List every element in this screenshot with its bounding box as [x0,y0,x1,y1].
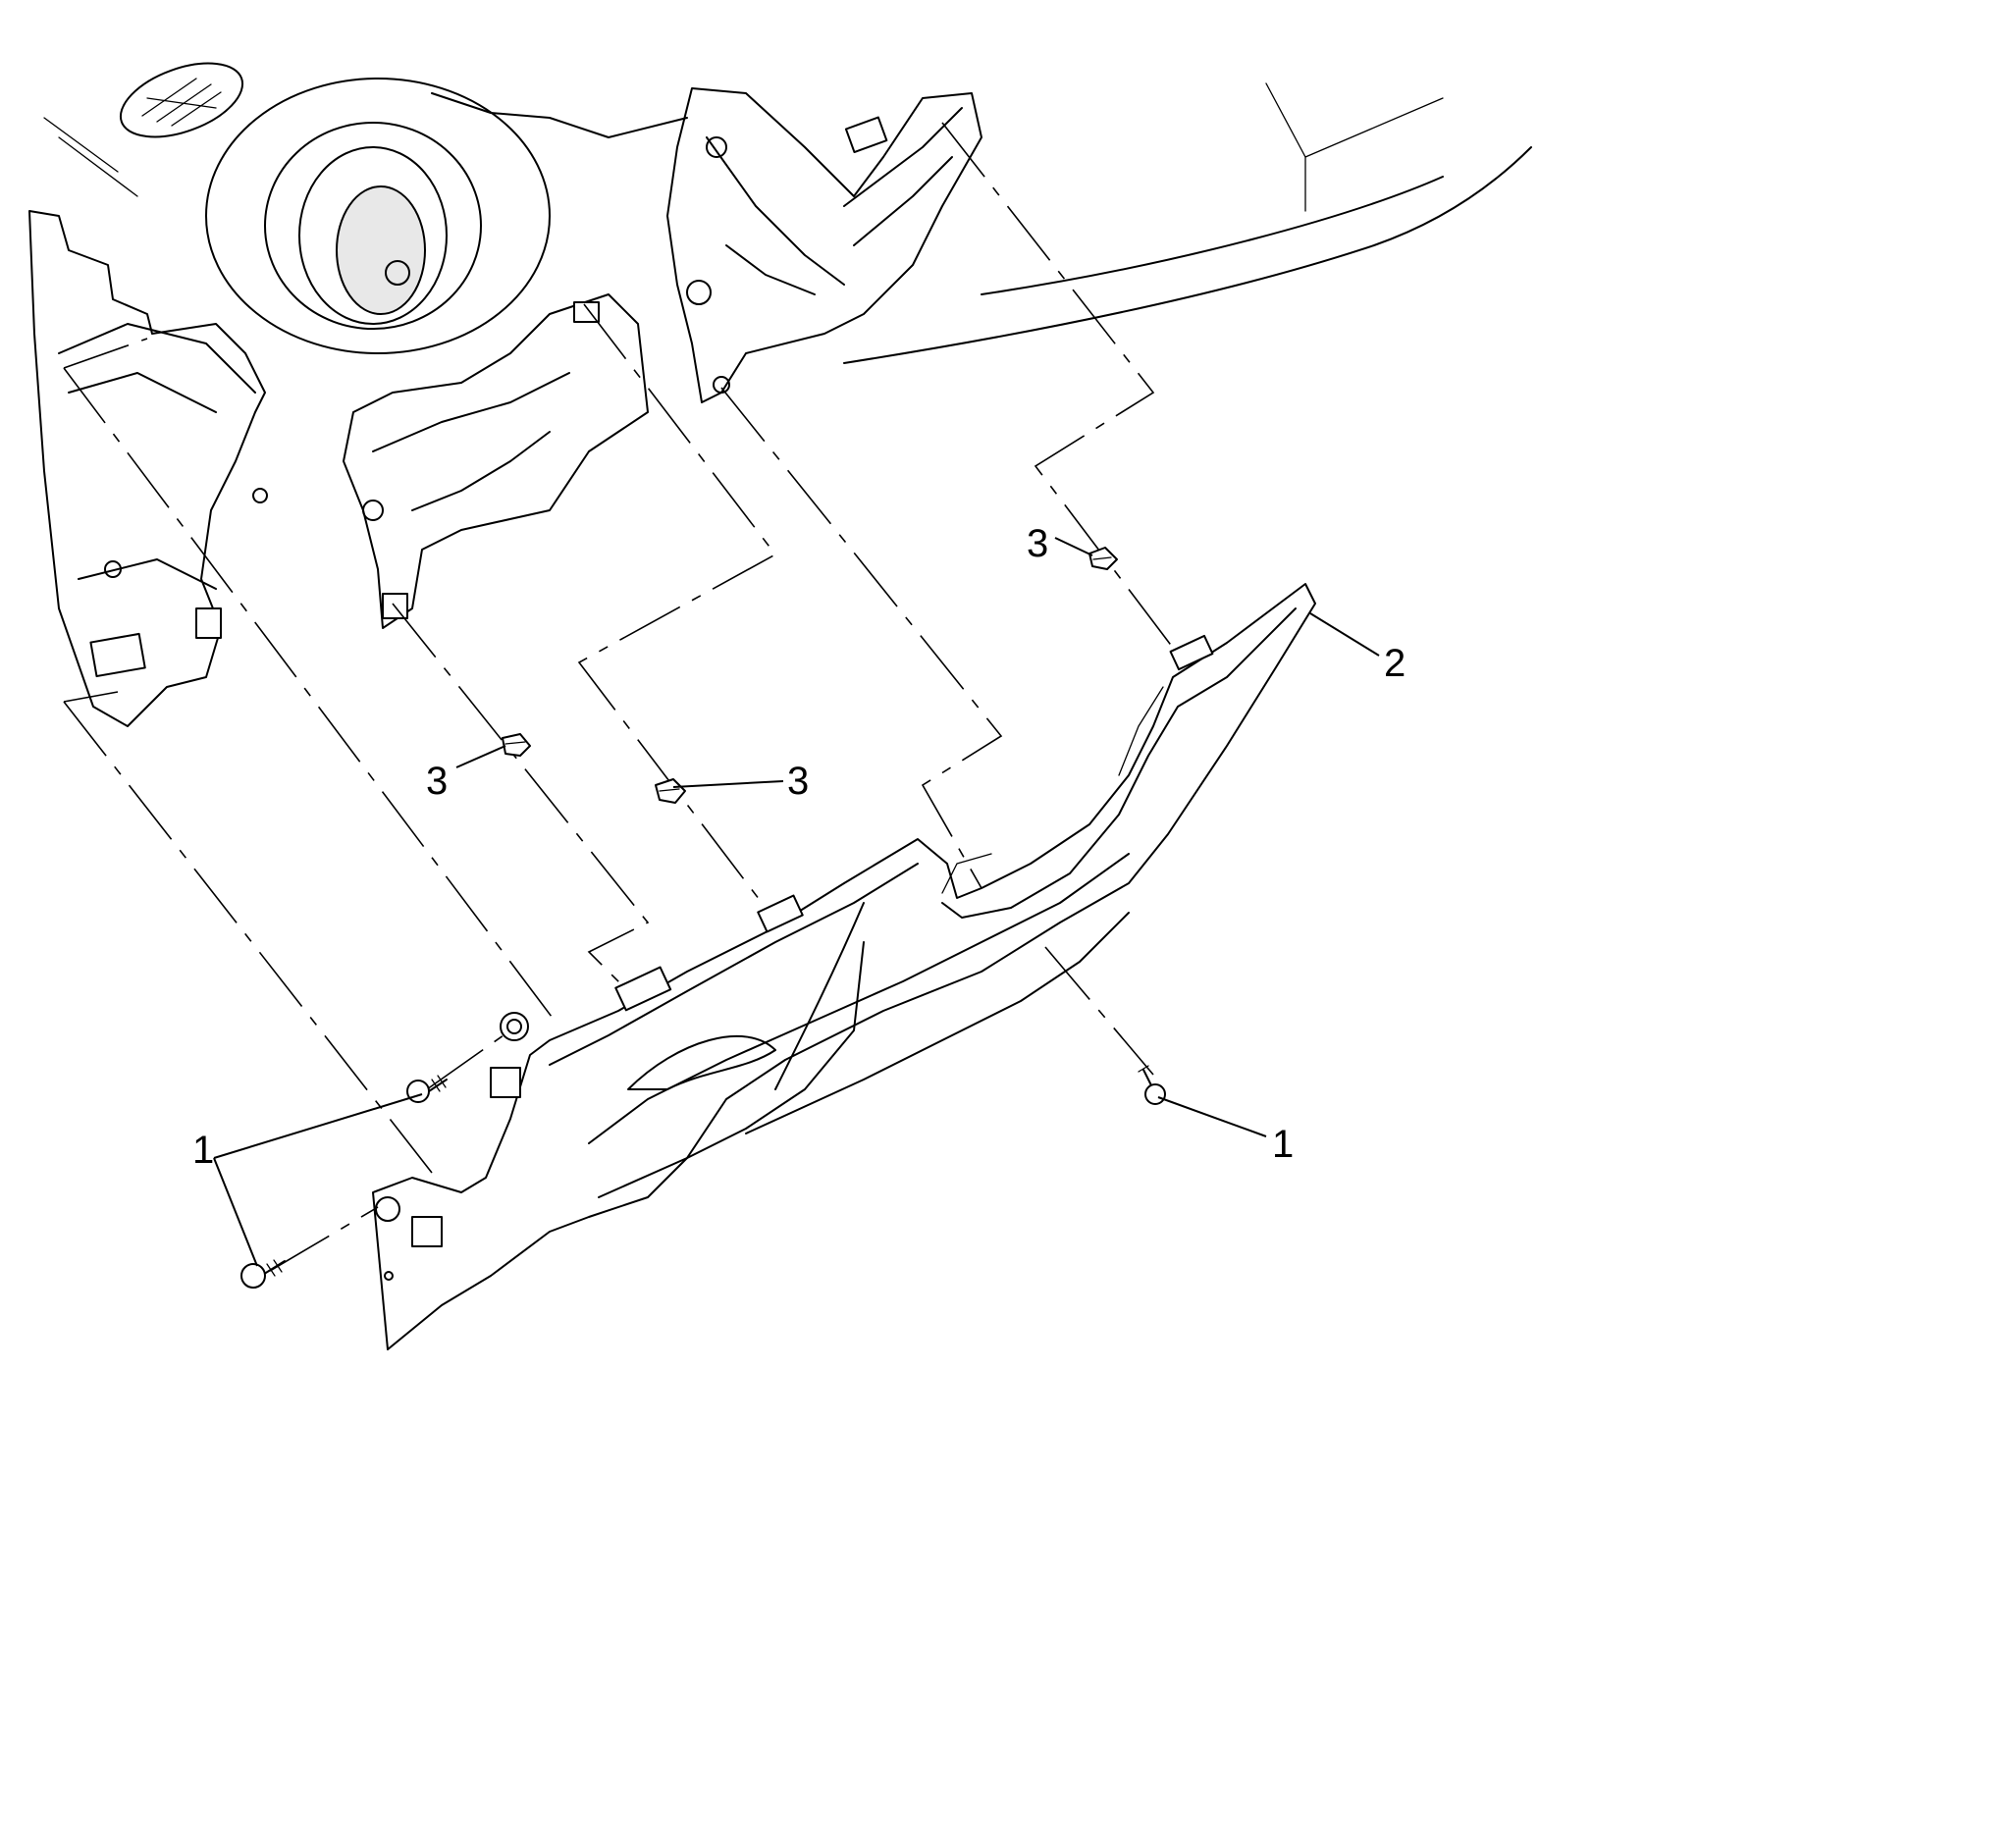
clip-icon [1088,547,1118,570]
callout-3-upper-right: 3 [1027,522,1049,565]
bolt-icon [1138,1065,1166,1105]
callout-1-right: 1 [1272,1123,1295,1166]
clip-icon [655,778,686,804]
center-dash-bracket [343,293,649,629]
fasteners [240,547,1166,1289]
instrument-panel-structure [28,62,1532,727]
right-dash-bracket [666,87,982,403]
callout-2: 2 [1384,642,1406,685]
left-dash-bracket [28,210,266,727]
knee-bolster-panel [372,583,1316,1350]
bolt-icon [406,1075,448,1103]
vent-grille [119,62,244,138]
callout-1-left: 1 [192,1129,215,1172]
steering-column-opening [205,78,551,354]
callout-leaders [213,537,1380,1267]
bolt-icon [240,1259,286,1289]
knee-bolster-exploded-diagram [28,62,1532,1350]
callout-3-left: 3 [426,760,449,803]
clip-icon [502,733,531,757]
callout-3-center: 3 [787,760,810,803]
